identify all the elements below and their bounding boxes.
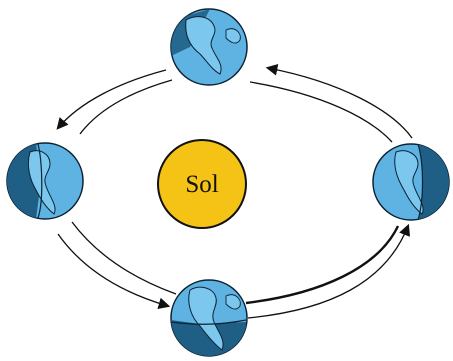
earth-left-features <box>7 143 56 219</box>
earth-bottom-features <box>171 286 247 356</box>
orbit-arrow-bottom-right-outer <box>245 225 400 305</box>
earth-right <box>372 143 450 221</box>
earth-right-features <box>394 144 449 220</box>
earth-bottom <box>170 279 248 357</box>
earth-top-land <box>185 16 222 75</box>
orbit-arrow-left-bottom-inner <box>71 221 177 295</box>
orbit-arrow-bottom-right-inner <box>247 223 411 319</box>
orbit-arrow-top-left-outer <box>56 69 167 130</box>
earth-left-terminator <box>37 143 43 219</box>
sun-disc <box>157 139 247 229</box>
earth-left <box>6 142 84 220</box>
earth-right-terminator <box>417 144 424 220</box>
earth-top-land-2 <box>225 28 241 44</box>
orbit-arrow-left-bottom-outer <box>57 233 171 309</box>
earth-bottom-land-2 <box>225 294 241 310</box>
orbit-arrow-right-top-outer <box>265 64 413 139</box>
orbit-arrow-right-top-inner <box>249 81 393 143</box>
earth-right-shadow <box>418 144 449 220</box>
sun-label: Sol <box>185 171 218 198</box>
orbit-arrow-top-left-inner <box>79 79 173 135</box>
earth-bottom-terminator <box>171 319 247 325</box>
orbit-arrows <box>56 64 413 319</box>
earth-top <box>170 8 248 86</box>
sun: Sol <box>157 139 247 229</box>
earth-bottom-shadow <box>171 320 246 356</box>
